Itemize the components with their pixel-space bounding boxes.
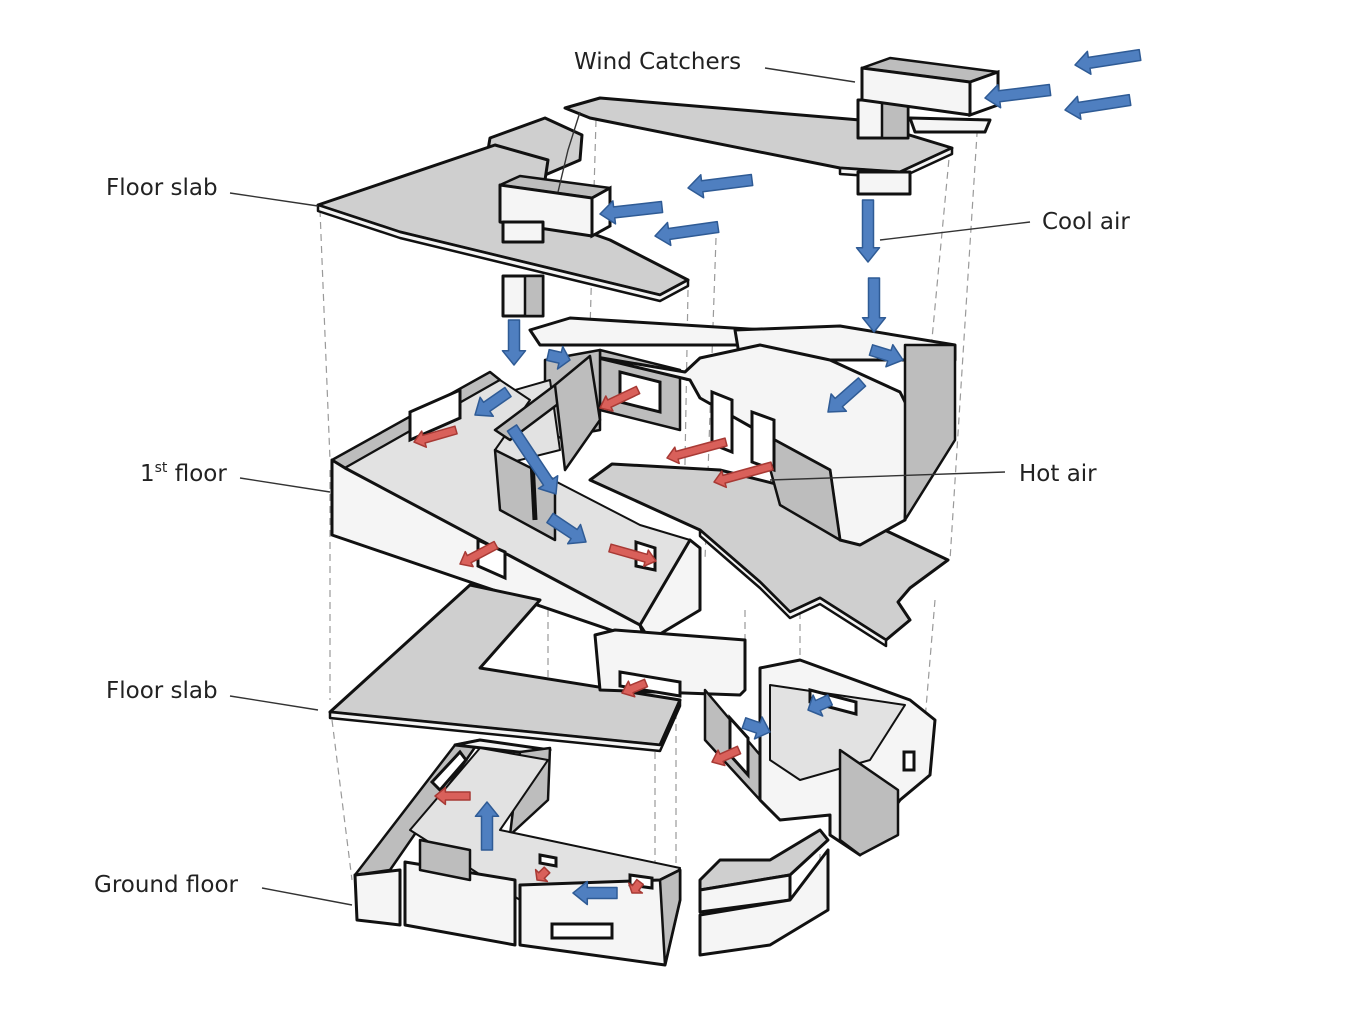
cool-air-arrow: [827, 377, 867, 413]
cool-air-arrow: [1074, 48, 1142, 75]
cool-air-arrow: [984, 83, 1052, 109]
label-ground-floor: Ground floor: [94, 872, 239, 898]
cool-air-arrows: [474, 48, 1142, 906]
cool-air-arrow: [474, 386, 512, 418]
cool-air-arrow: [741, 716, 771, 740]
wind-catcher-left: [498, 174, 612, 318]
hot-air-arrow: [713, 461, 774, 489]
label-first-floor-word: floor: [167, 461, 227, 487]
label-hot-air: Hot air: [1019, 461, 1097, 487]
hot-air-arrow: [434, 786, 471, 806]
ground-floor-east-wing: [698, 828, 830, 957]
cool-air-arrow: [861, 277, 887, 333]
label-first-floor: 1st floor: [140, 460, 227, 487]
cool-air-arrow: [855, 199, 881, 263]
cool-air-arrow: [474, 801, 500, 851]
cool-air-arrow: [1064, 93, 1132, 120]
cool-air-arrow: [654, 220, 720, 247]
cool-air-arrow: [506, 424, 559, 495]
leader-lines: [229, 67, 1031, 906]
first-floor: [330, 316, 957, 648]
cool-air-arrow: [868, 343, 904, 368]
first-floor-east-wing: [593, 628, 937, 857]
bottom-floor-slab: [328, 583, 682, 753]
wind-catcher-right: [856, 56, 1000, 196]
hot-air-arrows: [413, 385, 774, 894]
ground-floor: [353, 738, 682, 967]
hot-air-arrow: [534, 866, 551, 883]
hot-air-arrow: [666, 437, 728, 465]
hot-air-arrow: [599, 385, 641, 412]
cool-air-arrow: [599, 200, 664, 225]
cool-air-arrow: [546, 512, 587, 545]
label-first-floor-num: 1: [140, 461, 155, 487]
labels: Wind Catchers Floor slab Cool air 1st fl…: [94, 49, 1130, 898]
label-first-floor-sup: st: [155, 460, 168, 476]
label-wind-catchers: Wind Catchers: [574, 49, 741, 75]
hot-air-arrow: [711, 745, 742, 767]
hot-air-arrow: [459, 540, 499, 568]
hot-air-arrow: [628, 878, 644, 894]
label-cool-air: Cool air: [1042, 209, 1130, 235]
hot-air-arrow: [621, 678, 649, 698]
label-floor-slab-top: Floor slab: [106, 175, 218, 201]
cool-air-arrow: [546, 345, 571, 370]
label-floor-slab-bottom: Floor slab: [106, 678, 218, 704]
cool-air-arrow: [501, 319, 527, 366]
hot-air-arrow: [413, 425, 458, 448]
cool-air-arrow: [687, 173, 754, 199]
cool-air-arrow: [807, 694, 834, 717]
cool-air-arrow: [572, 880, 618, 906]
hot-air-arrow: [608, 543, 657, 568]
